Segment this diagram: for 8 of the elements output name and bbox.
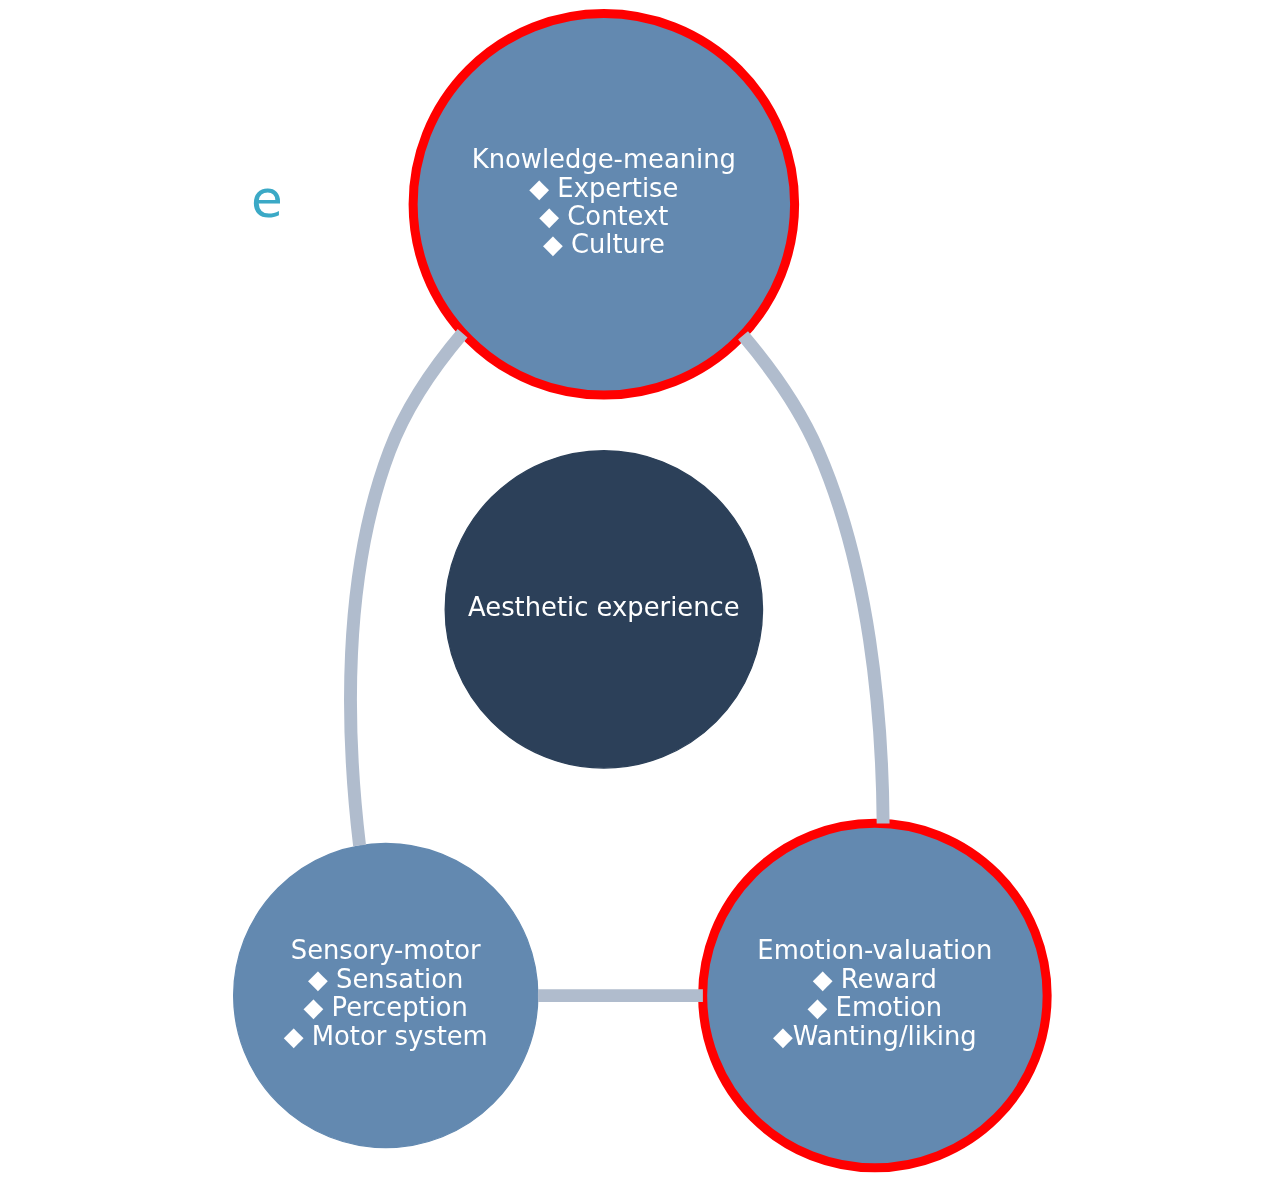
node-circle: Knowledge-meaning ◆ Expertise ◆ Context ◆ Culture (408, 9, 799, 400)
node-circle: Emotion-valuation ◆ Reward ◆ Emotion ◆Wanting/liking (697, 818, 1052, 1173)
node-circle: Sensory-motor ◆ Sensation ◆ Perception ◆ Motor system (232, 842, 538, 1149)
node-circle: Aesthetic experience (444, 450, 763, 769)
connector (737, 331, 890, 824)
connector (537, 989, 703, 1003)
connector (343, 329, 468, 847)
label: e (250, 169, 283, 230)
